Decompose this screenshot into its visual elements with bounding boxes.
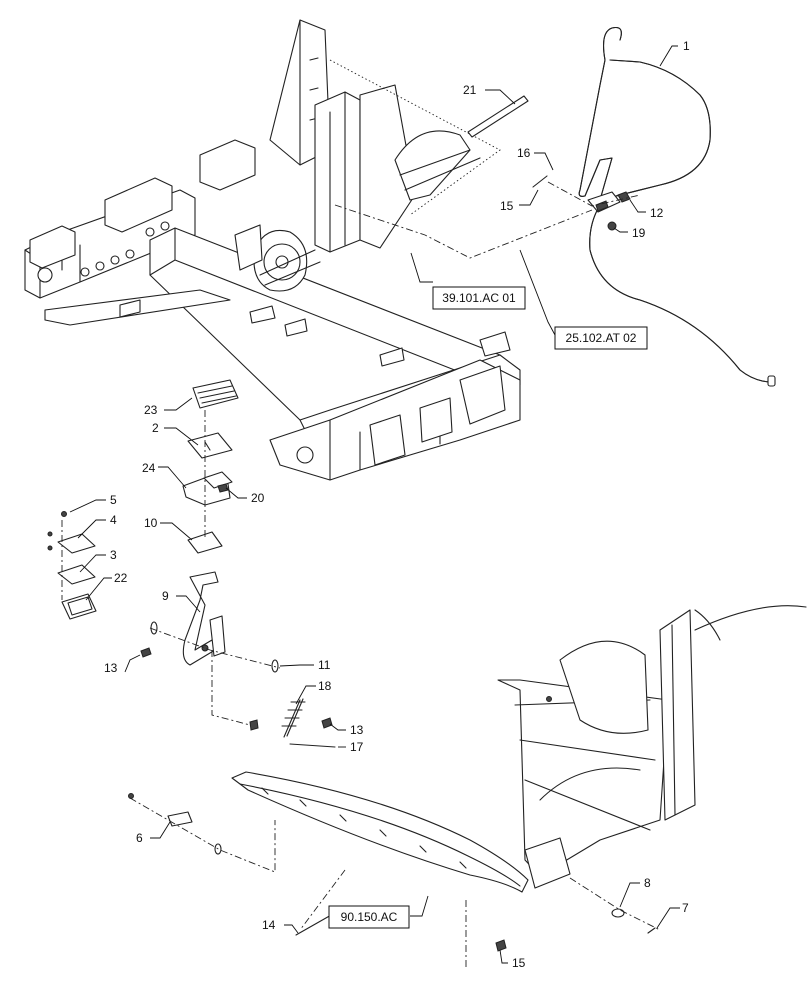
callout-18: 17 [350, 740, 364, 754]
callout-16: 16 [517, 146, 531, 160]
callout-3: 3 [110, 548, 117, 562]
callout-1: 1 [683, 39, 690, 53]
callout-13-right: 13 [350, 723, 364, 737]
callout-12: 12 [650, 206, 664, 220]
hydraulic-line [578, 26, 776, 387]
reference-box-frame[interactable]: 39.101.AC 01 [432, 286, 526, 310]
callout-17: 21 [463, 83, 477, 97]
callout-8: 8 [644, 876, 651, 890]
pin-6 [167, 811, 193, 827]
callout-15-bottom: 15 [512, 956, 526, 970]
callout-24: 24 [142, 461, 156, 475]
reference-frame-label: 39.101.AC 01 [442, 291, 516, 305]
callout-6: 6 [136, 831, 143, 845]
callout-4: 4 [110, 513, 117, 527]
callout-23: 22 [114, 571, 128, 585]
callout-14: 14 [262, 918, 276, 932]
reference-hydraulics-label: 25.102.AT 02 [566, 331, 637, 345]
callout-13-left: 13 [104, 661, 118, 675]
pin-17 [467, 95, 529, 138]
callout-7: 7 [682, 901, 689, 915]
callout-19: 18 [318, 679, 332, 693]
callout-22: 23 [144, 403, 158, 417]
callout-21: 20 [251, 491, 265, 505]
callout-labels: 1 21 16 15 12 19 23 2 24 20 10 5 4 3 22 … [104, 39, 690, 970]
callout-10: 10 [144, 516, 158, 530]
leader-lines [69, 45, 680, 964]
callout-5: 5 [110, 493, 117, 507]
callout-20: 19 [632, 226, 646, 240]
callout-9: 9 [162, 589, 169, 603]
callout-2: 2 [152, 421, 159, 435]
reference-box-cab[interactable]: 90.150.AC [328, 905, 410, 929]
cab-floor-assembly [231, 605, 807, 934]
reference-box-hydraulics[interactable]: 25.102.AT 02 [554, 326, 648, 350]
callout-11: 11 [318, 658, 331, 672]
pedal-assembly [47, 379, 336, 748]
reference-cab-label: 90.150.AC [341, 910, 398, 924]
chassis-frame [24, 19, 521, 481]
callout-15-top: 15 [500, 199, 514, 213]
